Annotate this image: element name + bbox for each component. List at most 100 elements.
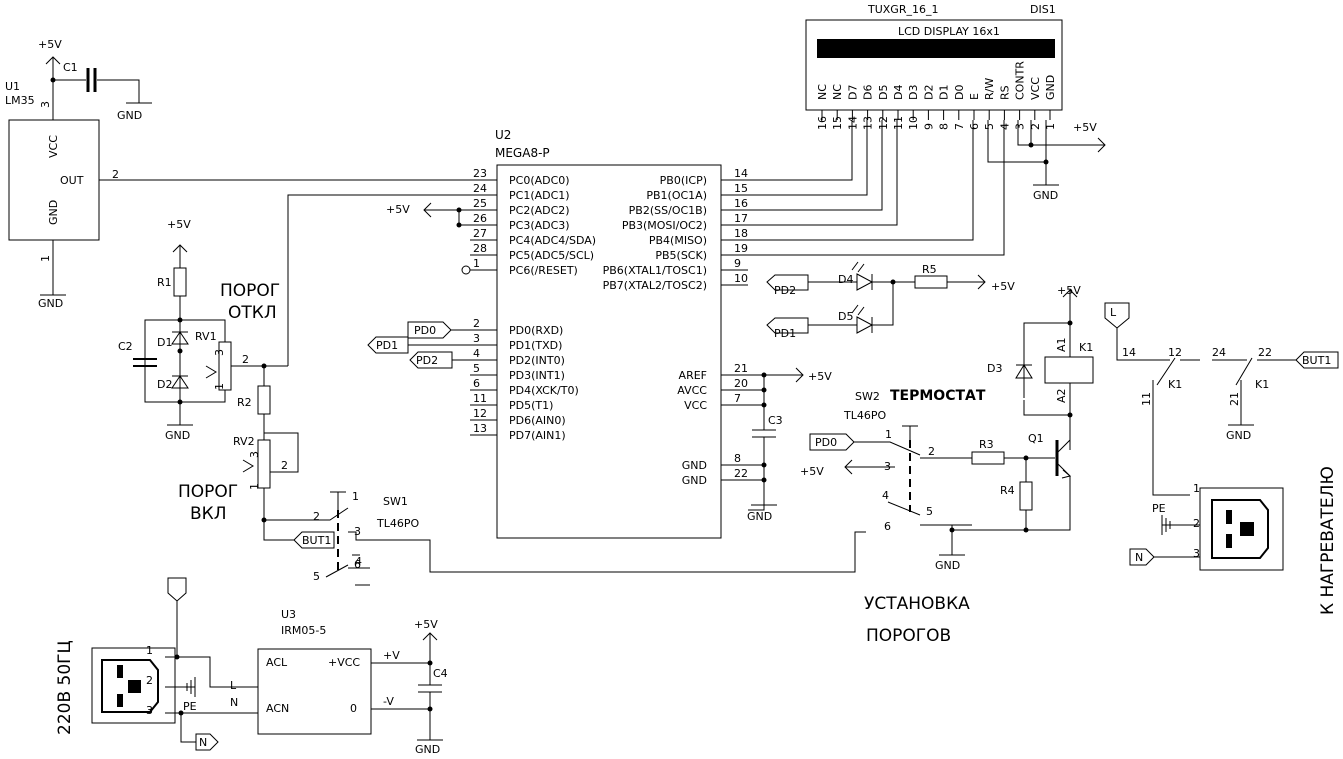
lcd-pin-num-14: 2 [1029,123,1042,130]
k1-contact-21: 21 [1228,392,1241,406]
c3-ref: C3 [768,414,783,427]
d1-ref: D1 [157,336,172,349]
net-vcc-relay: +5V [1057,284,1081,297]
u3-name: IRM05-5 [281,624,326,637]
net-gnd-u3: GND [415,743,440,756]
lcd-pin-label-14: VCC [1029,77,1042,100]
port-n-heater[interactable]: N [1135,551,1143,564]
mcu-pb-label-7: PB7(XTAL2/TOSC2) [603,279,707,292]
u3-ref: U3 [281,608,296,621]
mcu-pwr-pin-2: 7 [734,392,741,405]
mcu-pc-pin-6: 1 [473,257,480,270]
port-n-mains[interactable]: N [199,736,207,749]
sw1-pin-1: 1 [352,490,359,503]
rv1-pin-1: 1 [213,383,226,390]
net-gnd-q1: GND [935,559,960,572]
lcd-pin-num-9: 7 [953,123,966,130]
lcd-name: TUXGR_16_1 [867,3,938,16]
mcu-pd-pin-3: 5 [473,362,480,375]
lcd-pin-num-7: 9 [922,123,935,130]
heater-pin-2: 2 [1193,517,1200,530]
u3-n: N [230,696,238,709]
mcu-pwr-label-0: AREF [679,369,707,382]
mcu-pd-pin-6: 12 [473,407,487,420]
mcu-pd-pin-2: 4 [473,347,480,360]
lcd-pin-label-0: NC [816,84,829,100]
rv2-pin-1: 1 [248,483,261,490]
mcu-pd-label-4: PD4(XCK/T0) [509,384,579,397]
lcd-pin-num-0: 16 [816,116,829,130]
mains-pe: PE [183,700,197,713]
r3-ref: R3 [979,438,994,451]
u3-zero: 0 [350,702,357,715]
port-pd0-mcu[interactable]: PD0 [414,324,436,337]
sw1-pin-6b: 6 [354,558,361,571]
mcu-pc-label-1: PC1(ADC1) [509,189,570,202]
u3-acn: ACN [266,702,289,715]
sw1-name: TL46PO [376,517,419,530]
r2-ref: R2 [237,396,252,409]
lm35-pin-out: 2 [112,168,119,181]
net-gnd-d2: GND [165,429,190,442]
mcu-pwr-pin-1: 20 [734,377,748,390]
lcd-display: TUXGR_16_1 DIS1 LCD DISPLAY 16x1 NC16NC1… [805,3,1063,130]
mcu-pb-label-0: PB0(ICP) [660,174,707,187]
mcu-name: MEGA8-P [495,146,550,160]
rv1-pin-3: 3 [213,349,226,356]
label-porog-otkl-1: ПОРОГ [220,281,280,301]
lcd-pin-num-12: 4 [998,123,1011,130]
sw2-pin-2: 2 [928,445,935,458]
sw2-pin-1: 1 [885,428,892,441]
port-pd1-led[interactable]: PD1 [774,327,796,340]
d3-ref: D3 [987,362,1002,375]
lcd-pin-label-9: D0 [953,85,966,100]
q1-ref: Q1 [1028,432,1044,445]
k1-ref-c2: K1 [1255,378,1269,391]
label-termostat: ТЕРМОСТАТ [890,388,986,404]
mcu-pd-label-6: PD6(AIN0) [509,414,566,427]
mcu-pb-pin-2: 16 [734,197,748,210]
sw1-switch[interactable]: SW1 TL46PO 1 2 3 4 5 6 6 [313,490,866,586]
mcu-pb-pin-0: 14 [734,167,748,180]
lcd-pin-label-15: GND [1044,75,1057,100]
mcu-pd-pin-4: 6 [473,377,480,390]
port-l-heater[interactable]: L [1110,306,1117,319]
port-pd2-mcu[interactable]: PD2 [416,354,438,367]
mcu-pd-label-5: PD5(T1) [509,399,553,412]
lcd-pin-label-3: D6 [862,85,875,100]
k1-contact-14: 14 [1122,346,1136,359]
c2-ref: C2 [118,340,133,353]
mcu-pwr-pin-4: 22 [734,467,748,480]
mcu-pd-label-0: PD0(RXD) [509,324,563,337]
lcd-pin-num-1: 15 [831,116,844,130]
heater-pin-1: 1 [1193,482,1200,495]
mcu-pd-label-1: PD1(TXD) [509,339,562,352]
sw2-pin-5: 5 [926,505,933,518]
k1-contact-12: 12 [1168,346,1182,359]
rv1-pin-2: 2 [242,353,249,366]
mcu-pc-label-6: PC6(/RESET) [509,264,578,277]
port-pd0-sw2[interactable]: PD0 [815,436,837,449]
label-ustanovka-1: УСТАНОВКА [864,594,970,614]
net-gnd-u1: GND [38,297,63,310]
port-but1-sw1[interactable]: BUT1 [302,534,331,547]
mcu-pd-label-7: PD7(AIN1) [509,429,566,442]
lcd-pin-label-1: NC [831,84,844,100]
mcu-pb-label-1: PB1(OC1A) [646,189,707,202]
k1-a2: A2 [1055,388,1068,403]
mains-pin-3: 3 [146,704,153,717]
u3-vcc: +VCC [328,656,360,669]
lcd-pin-label-10: E [968,93,981,100]
mcu-pc-pin-2: 25 [473,197,487,210]
k1-ref-c1: K1 [1168,378,1182,391]
port-pd1-mcu[interactable]: PD1 [376,339,398,352]
port-pd2-led[interactable]: PD2 [774,284,796,297]
label-porog-vkl-1: ПОРОГ [178,482,238,502]
lcd-pin-label-6: D3 [907,85,920,100]
label-ustanovka-2: ПОРОГОВ [866,626,951,646]
port-but1-k1[interactable]: BUT1 [1302,354,1331,367]
mains-pin-2: 2 [146,674,153,687]
mcu-pwr-pin-0: 21 [734,362,748,375]
lcd-title: LCD DISPLAY 16x1 [898,25,1000,38]
mcu-pb-label-3: PB3(MOSI/OC2) [622,219,707,232]
